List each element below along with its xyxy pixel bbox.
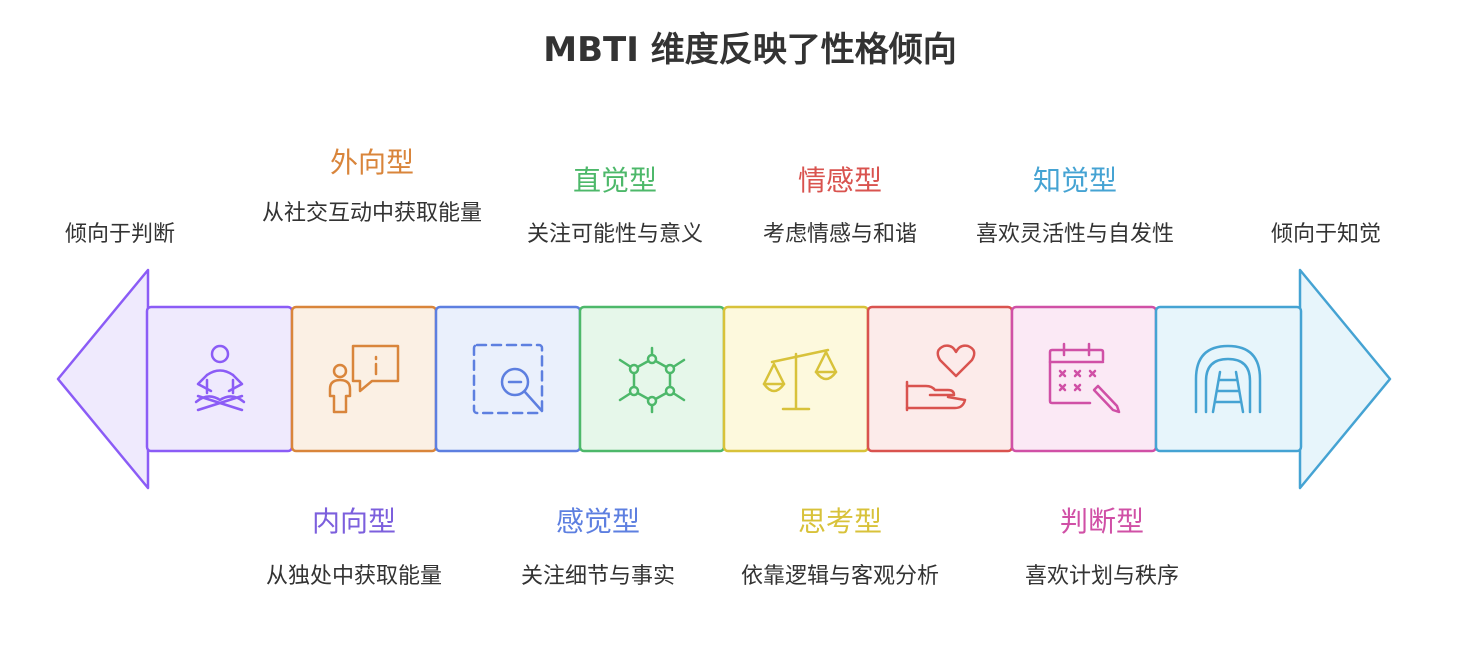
scales-icon	[762, 348, 838, 411]
magnifier-icon	[472, 343, 544, 415]
right-arrowhead	[1298, 268, 1392, 490]
meditation-icon	[194, 344, 246, 412]
segment-molecule	[578, 305, 726, 453]
thinking-desc: 依靠逻辑与客观分析	[740, 564, 939, 589]
segment-person-speech	[290, 305, 438, 453]
segment-heart-hand	[866, 305, 1014, 453]
left-end-label: 倾向于判断	[64, 222, 175, 247]
right-end-label: 倾向于知觉	[1270, 222, 1381, 247]
person-speech-icon	[328, 344, 400, 414]
segment-magnifier	[434, 305, 582, 453]
calendar-pen-icon	[1048, 342, 1121, 414]
feeling-type-label: 情感型	[797, 164, 882, 197]
feeling-desc: 考虑情感与和谐	[762, 222, 917, 247]
molecule-icon	[618, 346, 686, 414]
segment-calendar-pen	[1010, 305, 1158, 453]
page-title: MBTI 维度反映了性格倾向	[543, 30, 957, 70]
sensing-type-label: 感觉型	[555, 505, 640, 538]
judging-desc: 喜欢计划与秩序	[1024, 564, 1179, 589]
extravert-desc: 从社交互动中获取能量	[262, 201, 483, 226]
sensing-desc: 关注细节与事实	[520, 564, 675, 589]
intuitive-type-label: 直觉型	[572, 164, 657, 197]
judging-type-label: 判断型	[1059, 505, 1144, 538]
perceiving-type-label: 知觉型	[1032, 164, 1117, 197]
tunnel-icon	[1194, 344, 1262, 414]
extravert-type-label: 外向型	[329, 146, 414, 179]
left-arrowhead	[56, 268, 150, 490]
heart-hand-icon	[905, 344, 976, 412]
segment-meditation	[145, 305, 294, 453]
perceiving-desc: 喜欢灵活性与自发性	[975, 222, 1174, 247]
thinking-type-label: 思考型	[797, 505, 882, 538]
intuitive-desc: 关注可能性与意义	[526, 222, 703, 247]
introvert-desc: 从独处中获取能量	[265, 564, 442, 589]
introvert-type-label: 内向型	[311, 505, 396, 538]
